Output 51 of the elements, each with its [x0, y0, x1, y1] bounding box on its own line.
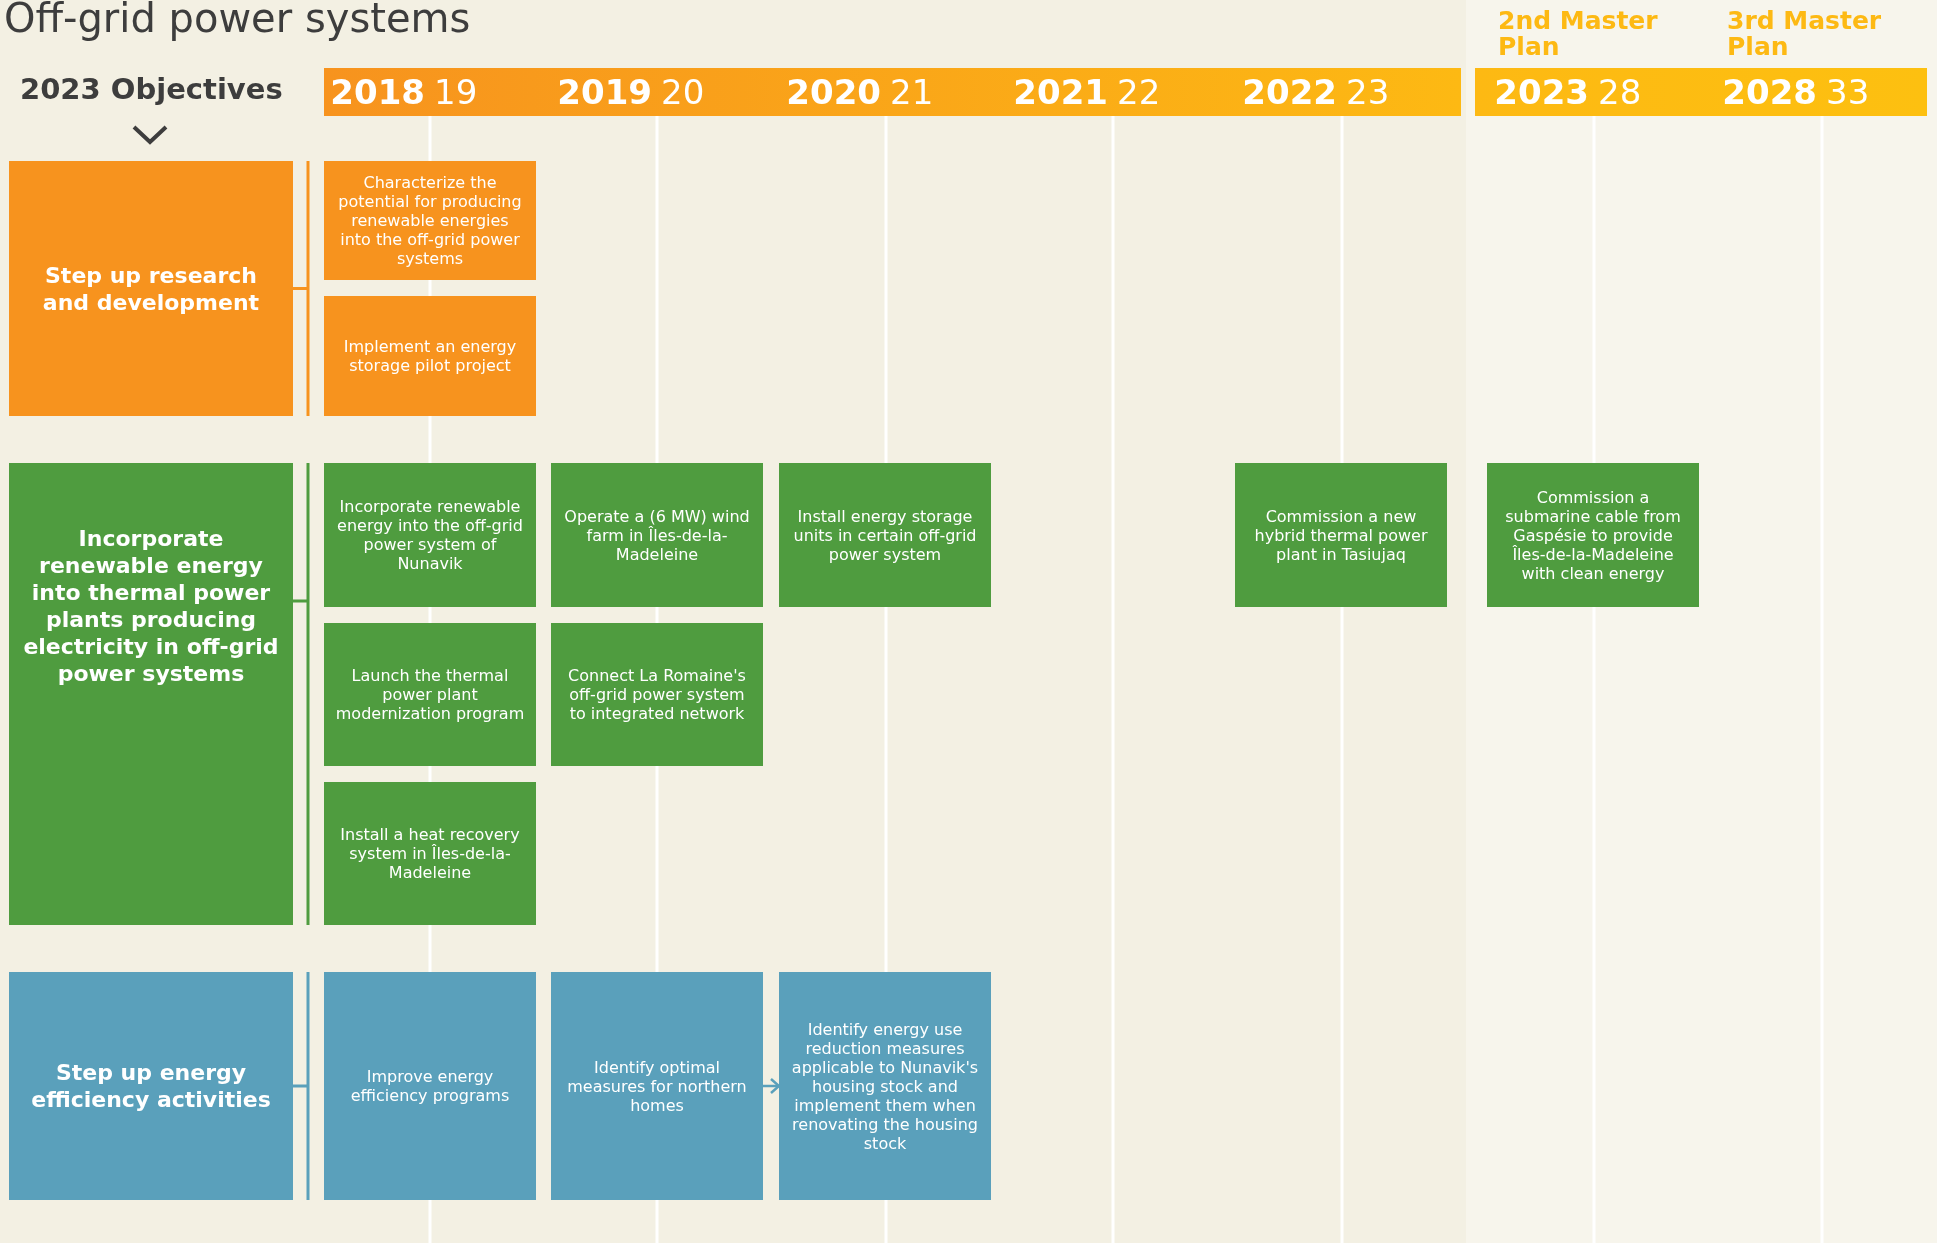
- task-text: Identify optimal measures for northern homes: [566, 1057, 748, 1115]
- objective-text: Step up research and development: [41, 261, 261, 316]
- year-label: 21: [890, 72, 934, 112]
- task-text: Commission a new hybrid thermal power plant in Tasiujaq: [1253, 506, 1429, 564]
- year-label: 2022: [1242, 72, 1337, 112]
- year-label: 2018: [330, 72, 425, 112]
- year-label: 22: [1117, 72, 1161, 112]
- column-heading: 2023 Objectives: [20, 72, 283, 106]
- task-text: Identify energy use reduction measures applicable to Nunavik's housing stock and implement them when renovating the housing stock: [790, 1019, 980, 1153]
- task-text: Commission a submarine cable from Gaspésie to provide Îles-de-la-Madeleine with clean energy: [1504, 487, 1682, 583]
- objective-text: Step up energy efficiency activities: [30, 1059, 272, 1113]
- objective-box: [9, 463, 293, 925]
- task-box: [551, 463, 763, 607]
- task-box: [551, 972, 763, 1200]
- task-box: [324, 296, 536, 416]
- objective-box: [9, 972, 293, 1200]
- task-text: Incorporate renewable energy into the off-grid power system of Nunavik: [336, 497, 524, 573]
- task-box: [324, 623, 536, 766]
- task-box: [1487, 463, 1699, 607]
- task-text: Connect La Romaine's off-grid power system to integrated network: [567, 666, 747, 723]
- task-box: [324, 782, 536, 925]
- task-text: Launch the thermal power plant modernization program: [334, 666, 526, 723]
- plan-label: 2nd Master Plan: [1498, 8, 1659, 60]
- task-box: [324, 161, 536, 280]
- task-box: [779, 463, 991, 607]
- task-text: Install a heat recovery system in Îles-de-la-Madeleine: [339, 825, 521, 882]
- task-box: [1235, 463, 1447, 607]
- task-box: [324, 463, 536, 607]
- year-label: 28: [1598, 72, 1642, 112]
- arrow: [763, 1077, 781, 1095]
- task-text: Characterize the potential for producing renewable energies into the off-grid power systems: [337, 173, 523, 268]
- plan-label: 3rd Master Plan: [1727, 8, 1883, 60]
- year-label: 2023: [1494, 72, 1589, 112]
- year-label: 23: [1346, 72, 1390, 112]
- year-label: 2028: [1722, 72, 1817, 112]
- year-label: 33: [1826, 72, 1870, 112]
- task-text: Improve energy efficiency programs: [349, 1067, 511, 1105]
- task-text: Operate a (6 MW) wind farm in Îles-de-la-Madeleine: [563, 506, 751, 564]
- task-text: Install energy storage units in certain off-grid power system: [792, 506, 978, 564]
- title: Off-grid power systems: [4, 0, 471, 42]
- year-label: 20: [661, 72, 705, 112]
- year-label: 2019: [557, 72, 652, 112]
- task-text: Implement an energy storage pilot project: [342, 337, 518, 375]
- objective-text: Incorporate renewable energy into thermal power plants producing electricity in off-grid power systems: [23, 525, 279, 687]
- year-label: 2021: [1013, 72, 1108, 112]
- year-label: 2020: [786, 72, 881, 112]
- objective-box: [9, 161, 293, 416]
- task-box: [324, 972, 536, 1200]
- task-box: [779, 972, 991, 1200]
- year-label: 19: [434, 72, 478, 112]
- task-box: [551, 623, 763, 766]
